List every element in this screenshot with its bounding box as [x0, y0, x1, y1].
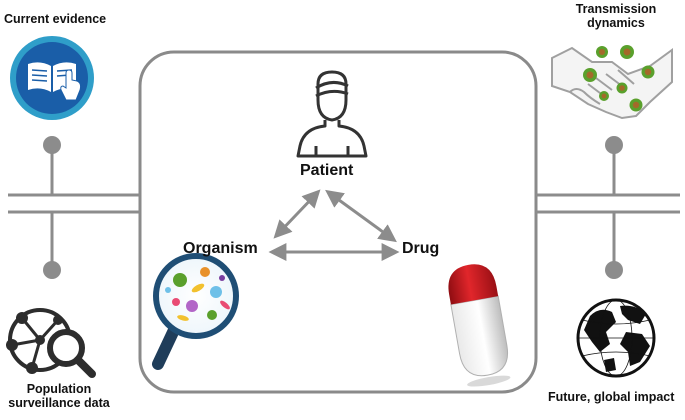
connector-dot-bottom-left [43, 261, 61, 279]
patient-bandaged-head-icon [296, 70, 368, 158]
label-population-surveillance-line1: Population [26, 382, 92, 396]
label-drug: Drug [402, 240, 440, 257]
capsule-pill-icon [448, 264, 511, 387]
label-current-evidence: Current evidence [4, 12, 107, 26]
label-population-surveillance-line2: surveillance data [8, 396, 110, 411]
globe-icon [576, 298, 656, 378]
central-frame [138, 50, 538, 394]
arrow-patient-drug [325, 189, 397, 243]
label-transmission-dynamics-line1: Transmission [575, 2, 657, 16]
handshake-with-microbes-icon [551, 45, 673, 120]
label-patient: Patient [300, 162, 354, 179]
left-connectors [8, 150, 140, 262]
connector-dot-top-right [605, 136, 623, 154]
connector-dot-top-left [43, 136, 61, 154]
right-connectors [536, 150, 680, 262]
open-book-with-hand-icon [10, 36, 94, 120]
connector-dot-bottom-right [605, 261, 623, 279]
label-future-global-impact: Future, global impact [548, 390, 675, 404]
label-transmission-dynamics: Transmission dynamics [566, 2, 666, 31]
arrow-patient-organism [273, 189, 321, 239]
network-magnifier-icon [6, 308, 96, 378]
magnifier-microbes-icon [152, 253, 239, 370]
triangle-arrows [268, 189, 400, 261]
label-organism: Organism [183, 240, 258, 257]
label-population-surveillance: Population surveillance data [2, 382, 116, 411]
label-transmission-dynamics-line2: dynamics [587, 16, 645, 31]
